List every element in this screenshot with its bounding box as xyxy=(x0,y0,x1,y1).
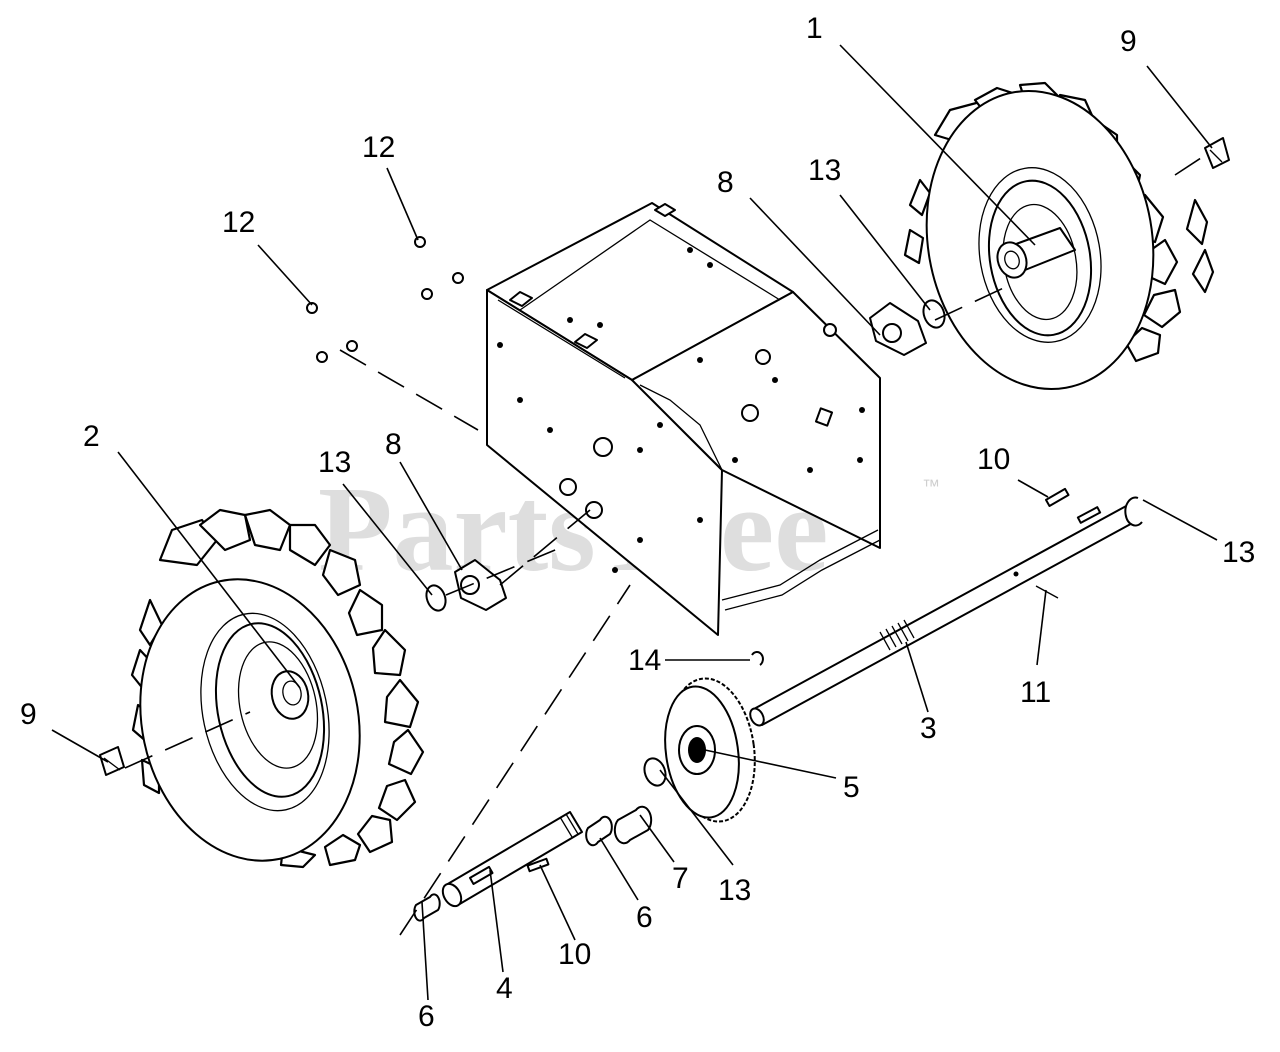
right-wheel xyxy=(903,81,1215,390)
assembly-lines xyxy=(124,151,1211,936)
key-10-upper xyxy=(1044,487,1070,507)
stub-shaft-spline xyxy=(559,813,579,838)
callout-9-left: 9 xyxy=(20,698,37,731)
callout-3: 3 xyxy=(920,712,937,745)
callout-1: 1 xyxy=(806,12,823,45)
snap-ring-14 xyxy=(751,651,764,666)
bushing-6-upper xyxy=(585,815,613,847)
watermark-trademark: ™ xyxy=(922,476,940,496)
frame-housing xyxy=(486,202,881,636)
axle-spline xyxy=(879,619,915,651)
callout-7: 7 xyxy=(672,862,689,895)
bushing-7 xyxy=(613,805,653,845)
callout-13-axle-end: 13 xyxy=(1222,536,1255,569)
callout-13-right: 13 xyxy=(808,154,841,187)
callout-11: 11 xyxy=(1020,676,1051,709)
callout-12-upper: 12 xyxy=(362,131,395,164)
drive-gear xyxy=(664,677,756,823)
clip-9-left xyxy=(99,746,125,776)
hardware-12 xyxy=(306,236,464,363)
callout-13-gear: 13 xyxy=(718,874,751,907)
callout-12-lower: 12 xyxy=(222,206,255,239)
callout-10-lower: 10 xyxy=(558,938,591,971)
stub-shaft xyxy=(441,811,583,908)
bearing-flange-right xyxy=(869,302,927,356)
callout-14: 14 xyxy=(628,644,661,677)
callout-2: 2 xyxy=(83,420,100,453)
callout-4: 4 xyxy=(496,972,513,1005)
ring-13-axle-end xyxy=(1124,496,1143,527)
ring-13-gear xyxy=(643,757,667,787)
callout-5: 5 xyxy=(843,771,860,804)
callout-8-left: 8 xyxy=(385,428,402,461)
callout-10-upper: 10 xyxy=(977,443,1010,476)
callout-labels: 1 2 3 4 5 6 6 7 8 8 9 9 10 10 11 12 12 1… xyxy=(20,12,1255,1033)
leader-lines xyxy=(51,44,1218,1001)
pin-11 xyxy=(1035,585,1059,599)
callout-8-right: 8 xyxy=(717,166,734,199)
callout-9-right: 9 xyxy=(1120,25,1137,58)
key-10-lower xyxy=(526,857,550,873)
callout-13-left: 13 xyxy=(318,446,351,479)
callout-6-upper: 6 xyxy=(636,901,653,934)
ring-13-left xyxy=(425,584,447,612)
callout-6-lower: 6 xyxy=(418,1000,435,1033)
bushing-6-lower xyxy=(413,893,441,922)
